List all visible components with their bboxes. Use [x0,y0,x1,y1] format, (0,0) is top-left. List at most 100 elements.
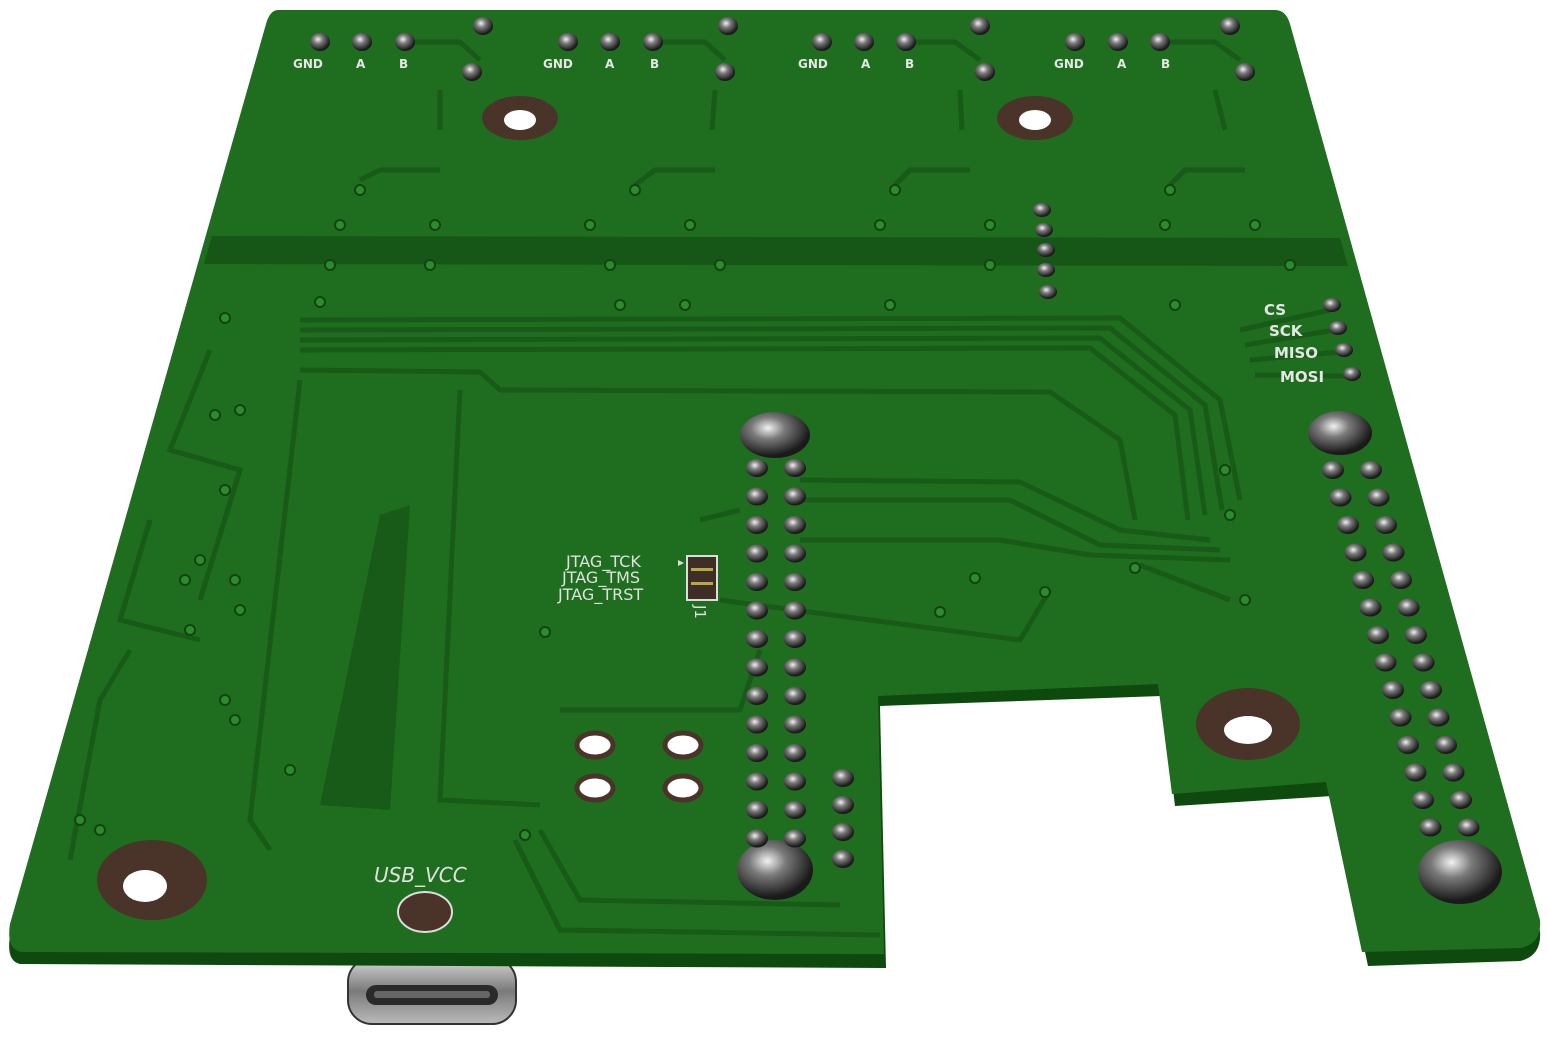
via [519,829,531,841]
pin [784,516,806,534]
via [194,554,206,566]
pin [1382,543,1405,562]
label-jtag-tck: JTAG_TCK [565,552,641,572]
pin [1150,33,1170,51]
via [219,312,231,324]
pin [1397,736,1419,754]
via [429,219,441,231]
pin [832,769,854,787]
pin [1420,681,1442,699]
pin [784,630,806,648]
label-sck: SCK [1269,322,1304,340]
via [1039,586,1051,598]
via [334,219,346,231]
label-b: B [905,57,914,71]
label-mosi: MOSI [1280,368,1324,386]
pin [1412,791,1434,809]
encoder-labels: GND A B GND A B GND A B GND A B [293,57,1170,71]
via [1249,219,1261,231]
via [209,409,221,421]
pin [784,601,806,620]
via [1239,594,1251,606]
pin [1390,571,1412,589]
pin [975,63,995,81]
pin [746,715,768,734]
via [614,299,626,311]
via [604,259,616,271]
via [314,296,326,308]
label-b: B [650,57,659,71]
label-jtag-trst: JTAG_TRST [557,585,643,605]
pin [832,823,854,841]
pin [1389,708,1412,727]
label-gnd: GND [1054,57,1084,71]
pin [1037,243,1055,257]
pin [784,772,806,791]
via [179,574,191,586]
pin [746,601,768,620]
via [229,714,241,726]
label-b: B [1161,57,1170,71]
via [94,824,106,836]
usb-thru-holes [574,730,704,803]
pin [746,573,768,591]
pin [1037,263,1055,277]
label-gnd: GND [293,57,323,71]
pin [1035,223,1053,237]
label-b: B [399,57,408,71]
label-a: A [356,57,366,71]
pin [600,33,620,51]
pin [1405,626,1427,644]
pin [1039,285,1057,299]
pin [746,687,768,705]
pin [352,33,372,51]
traces [67,39,1346,938]
pin [812,33,832,51]
pin [1427,708,1450,727]
pin [395,33,415,51]
pin [1397,598,1420,617]
pin [1235,63,1255,81]
board-split-band [204,236,1348,266]
pin [746,772,768,791]
label-j1: J1 [691,604,709,619]
via [889,184,901,196]
vias [74,184,1296,841]
pin [746,744,768,762]
pin [1344,543,1367,562]
via [934,606,946,618]
pin [854,33,874,51]
label-miso: MISO [1274,344,1318,362]
via [219,484,231,496]
via [539,626,551,638]
jtag-connector: JTAG_TCK JTAG_TMS JTAG_TRST J1 [557,552,718,619]
via [324,259,336,271]
pin [784,544,806,563]
pin [1382,681,1404,699]
label-usb-vcc: USB_VCC [374,863,467,887]
via [424,259,436,271]
pin [1450,791,1472,809]
pin [1352,571,1374,589]
via [229,574,241,586]
pin [746,487,768,506]
pin [784,658,806,677]
pin [1359,598,1382,617]
via [969,572,981,584]
pin [746,459,768,477]
via [184,624,196,636]
pin [784,715,806,734]
label-gnd: GND [798,57,828,71]
pin [1329,488,1352,507]
pin [784,801,806,819]
pin [784,829,806,848]
pin [718,17,738,35]
via [874,219,886,231]
via [1219,464,1231,476]
pin [715,63,735,81]
pin [1108,33,1128,51]
pin [1435,736,1457,754]
via [884,299,896,311]
label-gnd: GND [543,57,573,71]
